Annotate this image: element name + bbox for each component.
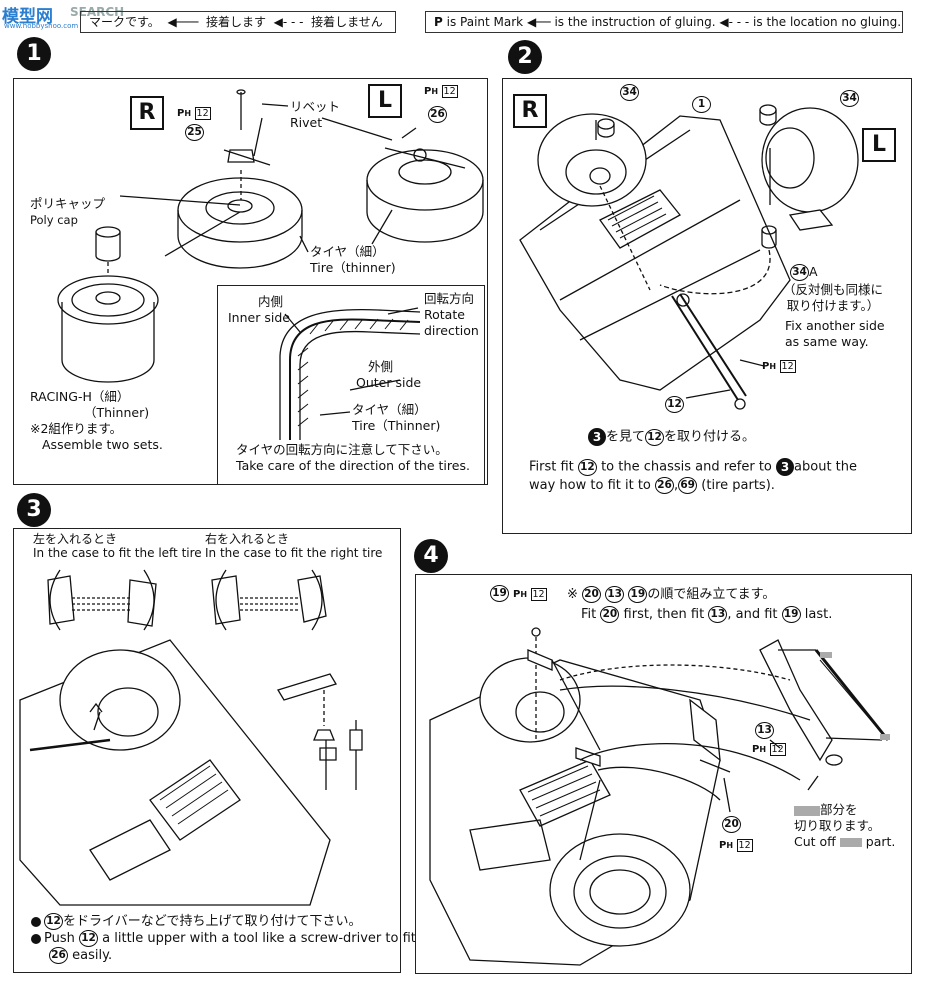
paint-code-20: PH 12 [719, 839, 753, 852]
part-20-label: 20 [722, 816, 741, 833]
part-13-label: 13 [755, 722, 774, 739]
cut-swatch [839, 838, 862, 847]
paint-mark-icon: P [434, 15, 443, 29]
watermark-brand: 模型网 [2, 7, 53, 27]
watermark-search: SEARCH [70, 5, 125, 19]
legend-en-noglue: is the location no gluing. [753, 15, 902, 29]
watermark-url: www.hobbyshoo.com [4, 22, 79, 30]
paint-code-12: PH 12 [762, 360, 796, 373]
legend-en: P is Paint Mark ◀── is the instruction o… [425, 11, 903, 33]
legend-en-glue: is the instruction of gluing. [554, 15, 716, 29]
left-side-badge: L [368, 84, 402, 118]
fix-other-side-note-en: Fix another side as same way. [785, 318, 885, 349]
right-side-badge: R [513, 94, 547, 128]
step-3-number: 3 [17, 493, 51, 527]
paint-code-R: PH 12 [177, 107, 211, 120]
racing-label: RACING-H（細） （Thinner) ※2組作ります。 Assemble … [30, 389, 163, 452]
step-2-number: 2 [508, 40, 542, 74]
step-1-number: 1 [17, 37, 51, 71]
step-4-number: 4 [414, 539, 448, 573]
tire-caution-text: タイヤの回転方向に注意して下さい。Take care of the direct… [236, 442, 470, 473]
arrow-dashed-icon: ◀- - - [719, 15, 750, 29]
paint-code-L: PH 12 [424, 85, 458, 98]
part-19-paint-label: 19 PH 12 [490, 585, 547, 603]
legend-jp-noglue: 接着しません [311, 15, 383, 29]
cut-off-note: 部分を 切り取ります。 Cut off part. [794, 802, 896, 849]
arrow-solid-icon: ◀── [526, 15, 551, 29]
part-34-L-label: 34 [840, 90, 859, 107]
part-12-label: 12 [665, 396, 684, 413]
legend-jp-glue: 接着します [206, 15, 267, 29]
paint-code-13: PH 12 [752, 743, 786, 756]
part-25-label: 25 [185, 124, 204, 141]
bullet-icon [31, 933, 41, 944]
legend-jp-text: マークです。 [89, 15, 160, 29]
fix-other-side-note: （反対側も同様に 取り付けます。） [783, 282, 884, 313]
step-2-instruction-en: First fit 12 to the chassis and refer to… [529, 458, 858, 494]
left-side-badge: L [862, 128, 896, 162]
part-26-label: 26 [428, 106, 447, 123]
cut-swatch [794, 805, 820, 816]
tire-label: タイヤ（細）Tire（thinner) [310, 244, 396, 275]
right-side-badge: R [130, 96, 164, 130]
arrow-dashed-icon: ◀- - - [269, 15, 308, 29]
arrow-solid-icon: ◀─── [163, 15, 203, 29]
legend-jp: マークです。 ◀─── 接着します ◀- - - 接着しません [80, 11, 396, 33]
tire-thinner-label: タイヤ（細）Tire（Thinner) [352, 402, 441, 433]
part-34-R-label: 34 [620, 84, 639, 101]
part-1-label: 1 [692, 96, 711, 113]
bullet-icon [31, 916, 41, 927]
tire-direction-inset [217, 285, 485, 485]
legend-en-paint: is Paint Mark [446, 15, 524, 29]
